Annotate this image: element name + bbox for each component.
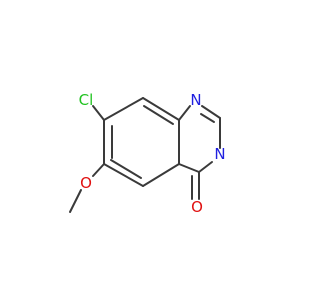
atom-oxygen-carbonyl: O xyxy=(191,198,203,216)
bond-n1-c2 xyxy=(201,105,221,119)
bond-c7-c8 xyxy=(103,97,144,121)
bond-n3-c4 xyxy=(198,161,213,173)
bond-c4-c4a xyxy=(178,163,200,173)
atom-nitrogen-3: N xyxy=(214,145,225,163)
structure-diagram: Cl N N O O xyxy=(69,91,226,216)
atom-nitrogen-1: N xyxy=(190,91,201,109)
bond-c4a-c5 xyxy=(142,163,180,187)
bond-n1-c2-inner xyxy=(200,113,215,123)
bond-c8-c8a-inner xyxy=(143,105,174,125)
molecule-canvas: Cl N N O O xyxy=(69,91,226,216)
atom-chlorine: Cl xyxy=(79,91,94,109)
bond-c8a-n1 xyxy=(178,105,191,121)
bond-c5-c6 xyxy=(103,163,144,187)
bond-o-ch3 xyxy=(69,189,82,213)
bond-c8-c8a xyxy=(142,97,180,121)
bond-c5-c6-inner xyxy=(110,159,142,179)
bond-c6-o xyxy=(92,163,105,177)
atom-oxygen-methoxy: O xyxy=(80,174,92,192)
bond-c7-cl xyxy=(92,105,105,121)
